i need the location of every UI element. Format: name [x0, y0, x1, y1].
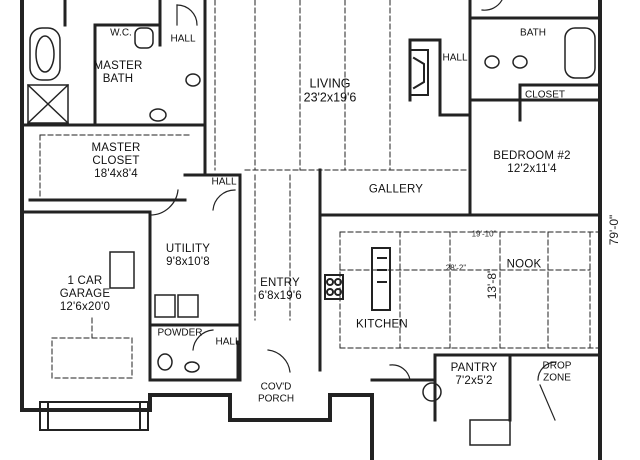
entry-name: ENTRY: [260, 276, 300, 289]
master-closet-line-2: CLOSET: [92, 155, 140, 168]
ceiling-beams: [39, 0, 601, 379]
bedroom2-dims: 12'2x11'4: [507, 163, 557, 175]
hall-bottom-label: HALL: [215, 336, 241, 348]
utility-label: UTILITY 9'8x10'8: [166, 243, 210, 269]
pantry-label: PANTRY 7'2x5'2: [451, 362, 498, 388]
drop-zone-line-1: DROP: [542, 360, 572, 372]
pantry-dims: 7'2x5'2: [455, 375, 493, 387]
doors: [149, 0, 557, 421]
bedroom2-name: BEDROOM #2: [493, 149, 571, 162]
pantry-name: PANTRY: [450, 361, 498, 374]
nook-depth-dim: 13'-8": [485, 268, 499, 300]
living-name: LIVING: [309, 76, 351, 91]
master-bath-line-1: MASTER: [93, 59, 143, 72]
porch-line-1: COV'D: [260, 381, 292, 393]
nook-label: NOOK: [506, 258, 542, 271]
interior-walls: [20, 0, 602, 422]
garage-label: 1 CAR GARAGE 12'6x20'0: [60, 275, 110, 315]
master-closet-line-1: MASTER: [91, 142, 141, 155]
garage-dims: 12'6x20'0: [59, 301, 111, 314]
hall-top-label: HALL: [170, 33, 196, 45]
kitchen-island: [324, 247, 391, 311]
porch-line-2: PORCH: [257, 393, 295, 404]
porch-label: COV'D PORCH: [258, 382, 294, 405]
bath-label: BATH: [520, 27, 546, 39]
utility-name: UTILITY: [165, 242, 211, 255]
master-closet-label: MASTER CLOSET 18'4x8'4: [91, 142, 140, 182]
hall-mid-label: HALL: [211, 176, 237, 188]
overall-depth-dim: 79'-0": [607, 214, 621, 246]
entry-dims: 6'8x19'6: [258, 290, 302, 302]
ceiling-span-dim: 19'-10": [471, 229, 497, 239]
kitchen-label: KITCHEN: [356, 318, 408, 331]
master-closet-dims: 18'4x8'4: [94, 168, 138, 181]
fireplace: [409, 49, 429, 96]
master-bath-label: MASTER BATH: [93, 60, 142, 86]
hall-right-label: HALL: [442, 52, 468, 64]
living-label: LIVING 23'2x19'6: [304, 77, 357, 106]
wc-label: W.C.: [110, 27, 132, 39]
nook-span-dim: 28'-2": [445, 263, 467, 273]
utility-dims: 9'8x10'8: [166, 256, 210, 268]
entry-label: ENTRY 6'8x19'6: [258, 277, 302, 303]
gallery-label: GALLERY: [368, 183, 424, 196]
powder-label: POWDER: [157, 327, 203, 339]
master-bath-line-2: BATH: [102, 73, 134, 85]
closet-label: CLOSET: [524, 89, 566, 101]
bedroom2-label: BEDROOM #2 12'2x11'4: [493, 150, 570, 176]
garage-front: [39, 401, 149, 431]
garage-line-1: 1 CAR: [67, 275, 103, 288]
drop-zone-line-2: ZONE: [543, 372, 571, 383]
drop-zone-label: DROP ZONE: [543, 361, 572, 384]
garage-line-2: GARAGE: [59, 288, 111, 301]
bath-fixtures: [26, 27, 596, 446]
living-dims: 23'2x19'6: [303, 91, 357, 105]
